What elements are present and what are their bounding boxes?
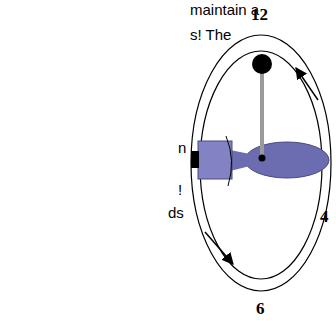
pole [260, 72, 264, 157]
body-ellipse [245, 142, 329, 178]
clock-number: 6 [256, 300, 265, 317]
text-fragment: ds [168, 205, 184, 220]
text-fragment: s! The [190, 27, 231, 42]
clock-number: 4 [320, 208, 329, 225]
camera-box [198, 141, 232, 179]
text-fragment: maintain a [190, 2, 259, 17]
outer-ring [191, 35, 331, 291]
text-fragment: n [178, 140, 186, 155]
arc-line [226, 136, 232, 186]
rotation-arrow [296, 68, 318, 100]
rotation-arrow [205, 232, 233, 264]
pivot-dot [259, 155, 266, 162]
lens [191, 151, 199, 168]
neck [230, 150, 250, 171]
clock-number: 12 [251, 6, 268, 23]
text-fragment: ! [178, 182, 182, 197]
pole-knob [252, 54, 272, 74]
